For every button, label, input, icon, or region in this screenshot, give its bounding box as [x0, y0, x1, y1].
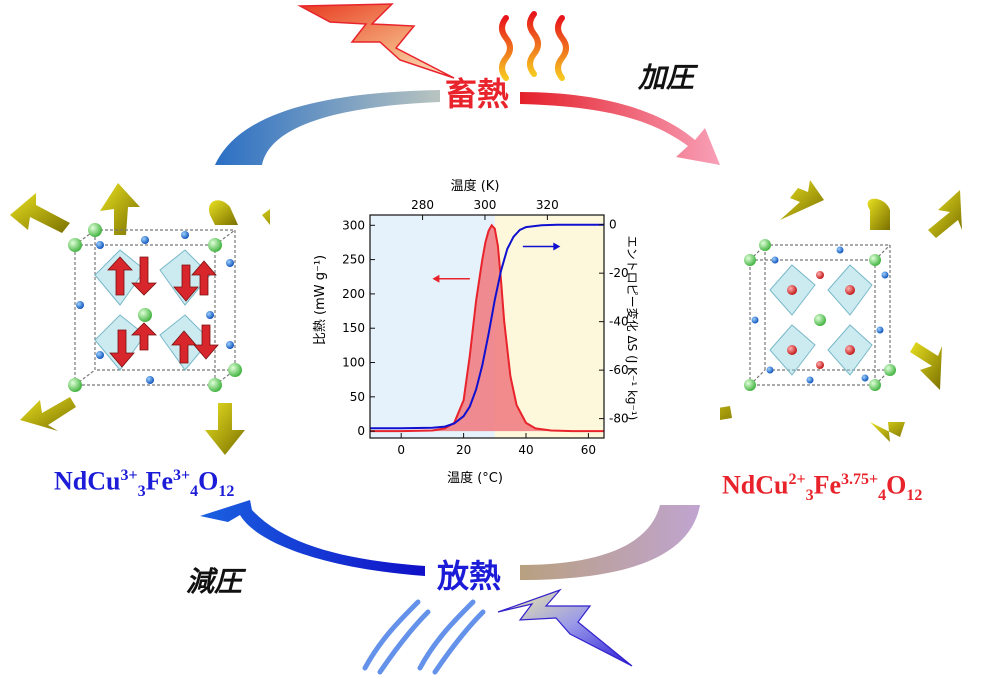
- chart: 温度 (K) 温度 (°C) 比熱 (mW g⁻¹) エントロピー変化 ΔS (…: [313, 178, 640, 486]
- bottom-axis-label: 温度 (°C): [447, 470, 503, 486]
- left-tick-label: 200: [342, 287, 365, 301]
- yellow-arrow-icons-right: [720, 180, 962, 442]
- cycle-arrow-bottom-left: [200, 500, 425, 576]
- right-axis-label: エントロピー変化 ΔS (J K⁻¹ kg⁻¹): [625, 236, 640, 421]
- bottom-tick-label: 60: [581, 443, 596, 457]
- bottom-tick-label: 20: [456, 443, 471, 457]
- left-tick-label: 150: [342, 321, 365, 335]
- cycle-arrow-top-left: [215, 90, 440, 165]
- right-tick-label: -20: [609, 266, 629, 280]
- entropy-line: [370, 223, 604, 430]
- left-tick-label: 0: [357, 424, 365, 438]
- bottom-tick-label: 40: [518, 443, 533, 457]
- yellow-arrow-icons-left: [10, 183, 270, 455]
- crystal-structure-left: [10, 183, 270, 455]
- right-arrow-head: [553, 242, 561, 251]
- pressurize-label: 加圧: [638, 61, 695, 94]
- specific-heat-area: [370, 225, 604, 432]
- plot-frame: [369, 214, 605, 439]
- top-axis-label: 温度 (K): [451, 178, 500, 194]
- top-tick-label: 300: [474, 198, 497, 212]
- top-tick-label: 280: [411, 198, 434, 212]
- left-tick-label: 300: [342, 218, 365, 232]
- left-tick-label: 250: [342, 253, 365, 267]
- heat-release-label: 放熱: [437, 557, 502, 595]
- left-tick-label: 50: [350, 390, 365, 404]
- right-tick-label: -80: [609, 412, 629, 426]
- heat-wave-icon: [499, 11, 569, 81]
- cycle-arrow-top-right: [520, 92, 720, 165]
- spin-arrow-icons-left: [107, 256, 219, 368]
- crystal-structure-right: [720, 180, 962, 442]
- lightning-bolt-icon-top: [297, 3, 455, 79]
- right-tick-label: -60: [609, 363, 629, 377]
- right-tick-label: 0: [609, 218, 617, 232]
- lightning-bolt-icon-bottom: [497, 588, 633, 667]
- cooling-wave-icon: [362, 599, 486, 675]
- right-tick-label: -40: [609, 315, 629, 329]
- formula-right: NdCu2+3Fe3.75+4O12: [722, 470, 923, 504]
- top-tick-label: 320: [536, 198, 559, 212]
- left-tick-label: 100: [342, 356, 365, 370]
- left-axis-label: 比熱 (mW g⁻¹): [313, 255, 328, 345]
- cycle-arrow-bottom-right: [520, 505, 700, 580]
- formula-left: NdCu3+3Fe3+4O12: [54, 466, 235, 500]
- left-arrow-head: [432, 274, 440, 283]
- bottom-tick-label: 0: [397, 443, 405, 457]
- heat-storage-label: 畜熱: [445, 75, 510, 113]
- depressurize-label: 減圧: [186, 565, 243, 598]
